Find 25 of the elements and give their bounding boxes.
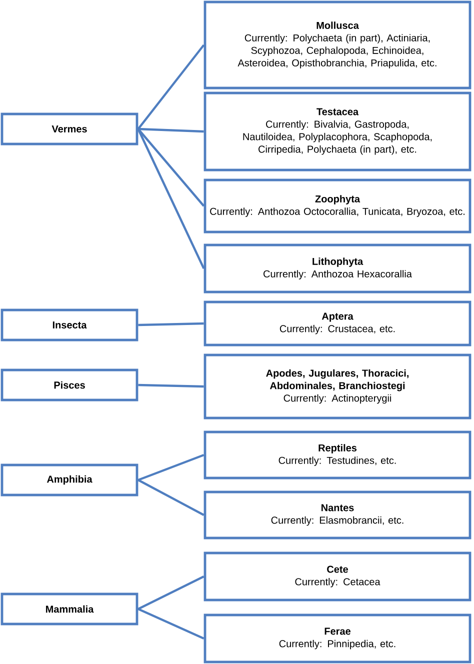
connector-line [138, 384, 204, 388]
taxon-box: Apodes, Jugulares, Thoracici, Abdominales, Branchiostegi Currently: Actinopterygii [204, 354, 472, 420]
group-box: Amphibia [0, 464, 138, 496]
connector-line [137, 44, 205, 130]
taxon-box: Aptera Currently: Crustacea, etc. [204, 300, 472, 346]
connector-line [138, 128, 204, 133]
connector-line [138, 608, 204, 640]
connector-line [138, 576, 204, 610]
group-box: Vermes [0, 112, 138, 146]
taxon-box: Cete Currently: Cetacea [204, 552, 472, 602]
taxon-box: Nantes Currently: Elasmobrancii, etc. [204, 490, 472, 540]
connector-line [137, 128, 205, 207]
connector-line [138, 454, 204, 482]
group-box: Mammalia [0, 592, 138, 626]
taxon-box: Ferae Currently: Pinnipedia, etc. [204, 614, 472, 664]
taxon-box: Zoophyta Currently: Anthozoa Octocorallia, Tunicata, Bryozoa, etc. [204, 178, 472, 234]
connector-line [137, 128, 205, 269]
connector-line [138, 322, 204, 326]
group-box: Insecta [0, 308, 138, 342]
taxon-box: Testacea Currently: Bivalvia, Gastropoda, Nautiloidea, Polyplacophora, Scaphopoda, Cirripedia, Polychaeta (in part), etc. [204, 92, 472, 172]
taxon-box: Reptiles Currently: Testudines, etc. [204, 430, 472, 480]
taxon-box: Lithophyta Currently: Anthozoa Hexacorallia [204, 244, 472, 294]
connector-line [138, 479, 204, 516]
group-box: Pisces [0, 368, 138, 402]
taxon-box: Mollusca Currently: Polychaeta (in part), Actiniaria, Scyphozoa, Cephalopoda, Echinoidea, Asteroidea, Opisthobranchia, Priapulida, etc. [204, 0, 472, 90]
